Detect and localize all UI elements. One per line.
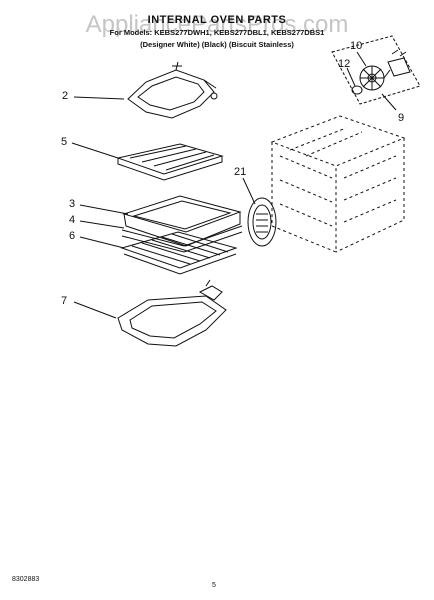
callout-6: 6 — [69, 230, 76, 242]
broil-pan-insert — [116, 143, 224, 181]
bake-element — [117, 279, 227, 347]
callout-12: 12 — [338, 58, 351, 70]
drip-tray — [121, 225, 243, 253]
broil-element — [127, 61, 218, 119]
leader-4 — [79, 220, 125, 229]
leader-6 — [79, 236, 125, 249]
leader-7 — [73, 301, 117, 319]
oven-rack — [120, 231, 238, 275]
callout-7: 7 — [61, 295, 68, 307]
page-number: 5 — [212, 582, 216, 589]
model-list: For Models: KEBS277DWH1, KEBS277DBL1, KE… — [109, 28, 325, 37]
convection-fan-assembly — [331, 35, 421, 105]
callout-10: 10 — [350, 40, 363, 52]
leader-12 — [346, 67, 356, 87]
convection-baffle — [247, 197, 277, 247]
callout-5: 5 — [61, 136, 68, 148]
callout-2: 2 — [62, 90, 69, 102]
leader-2 — [73, 96, 125, 100]
callout-9: 9 — [398, 112, 405, 124]
leader-3 — [79, 204, 129, 215]
broil-pan — [122, 195, 242, 247]
document-number: 8302883 — [12, 576, 40, 583]
callout-4: 4 — [69, 214, 76, 226]
page-title: INTERNAL OVEN PARTS — [147, 14, 287, 26]
leader-5 — [71, 142, 119, 159]
callout-21: 21 — [234, 166, 247, 178]
leader-21 — [242, 177, 256, 205]
oven-cavity — [270, 115, 406, 253]
finish-list: (Designer White) (Black) (Biscuit Stainl… — [140, 40, 294, 49]
callout-3: 3 — [69, 198, 76, 210]
leader-10 — [356, 51, 367, 67]
watermark: AppliancePartsPros.com — [85, 11, 349, 38]
